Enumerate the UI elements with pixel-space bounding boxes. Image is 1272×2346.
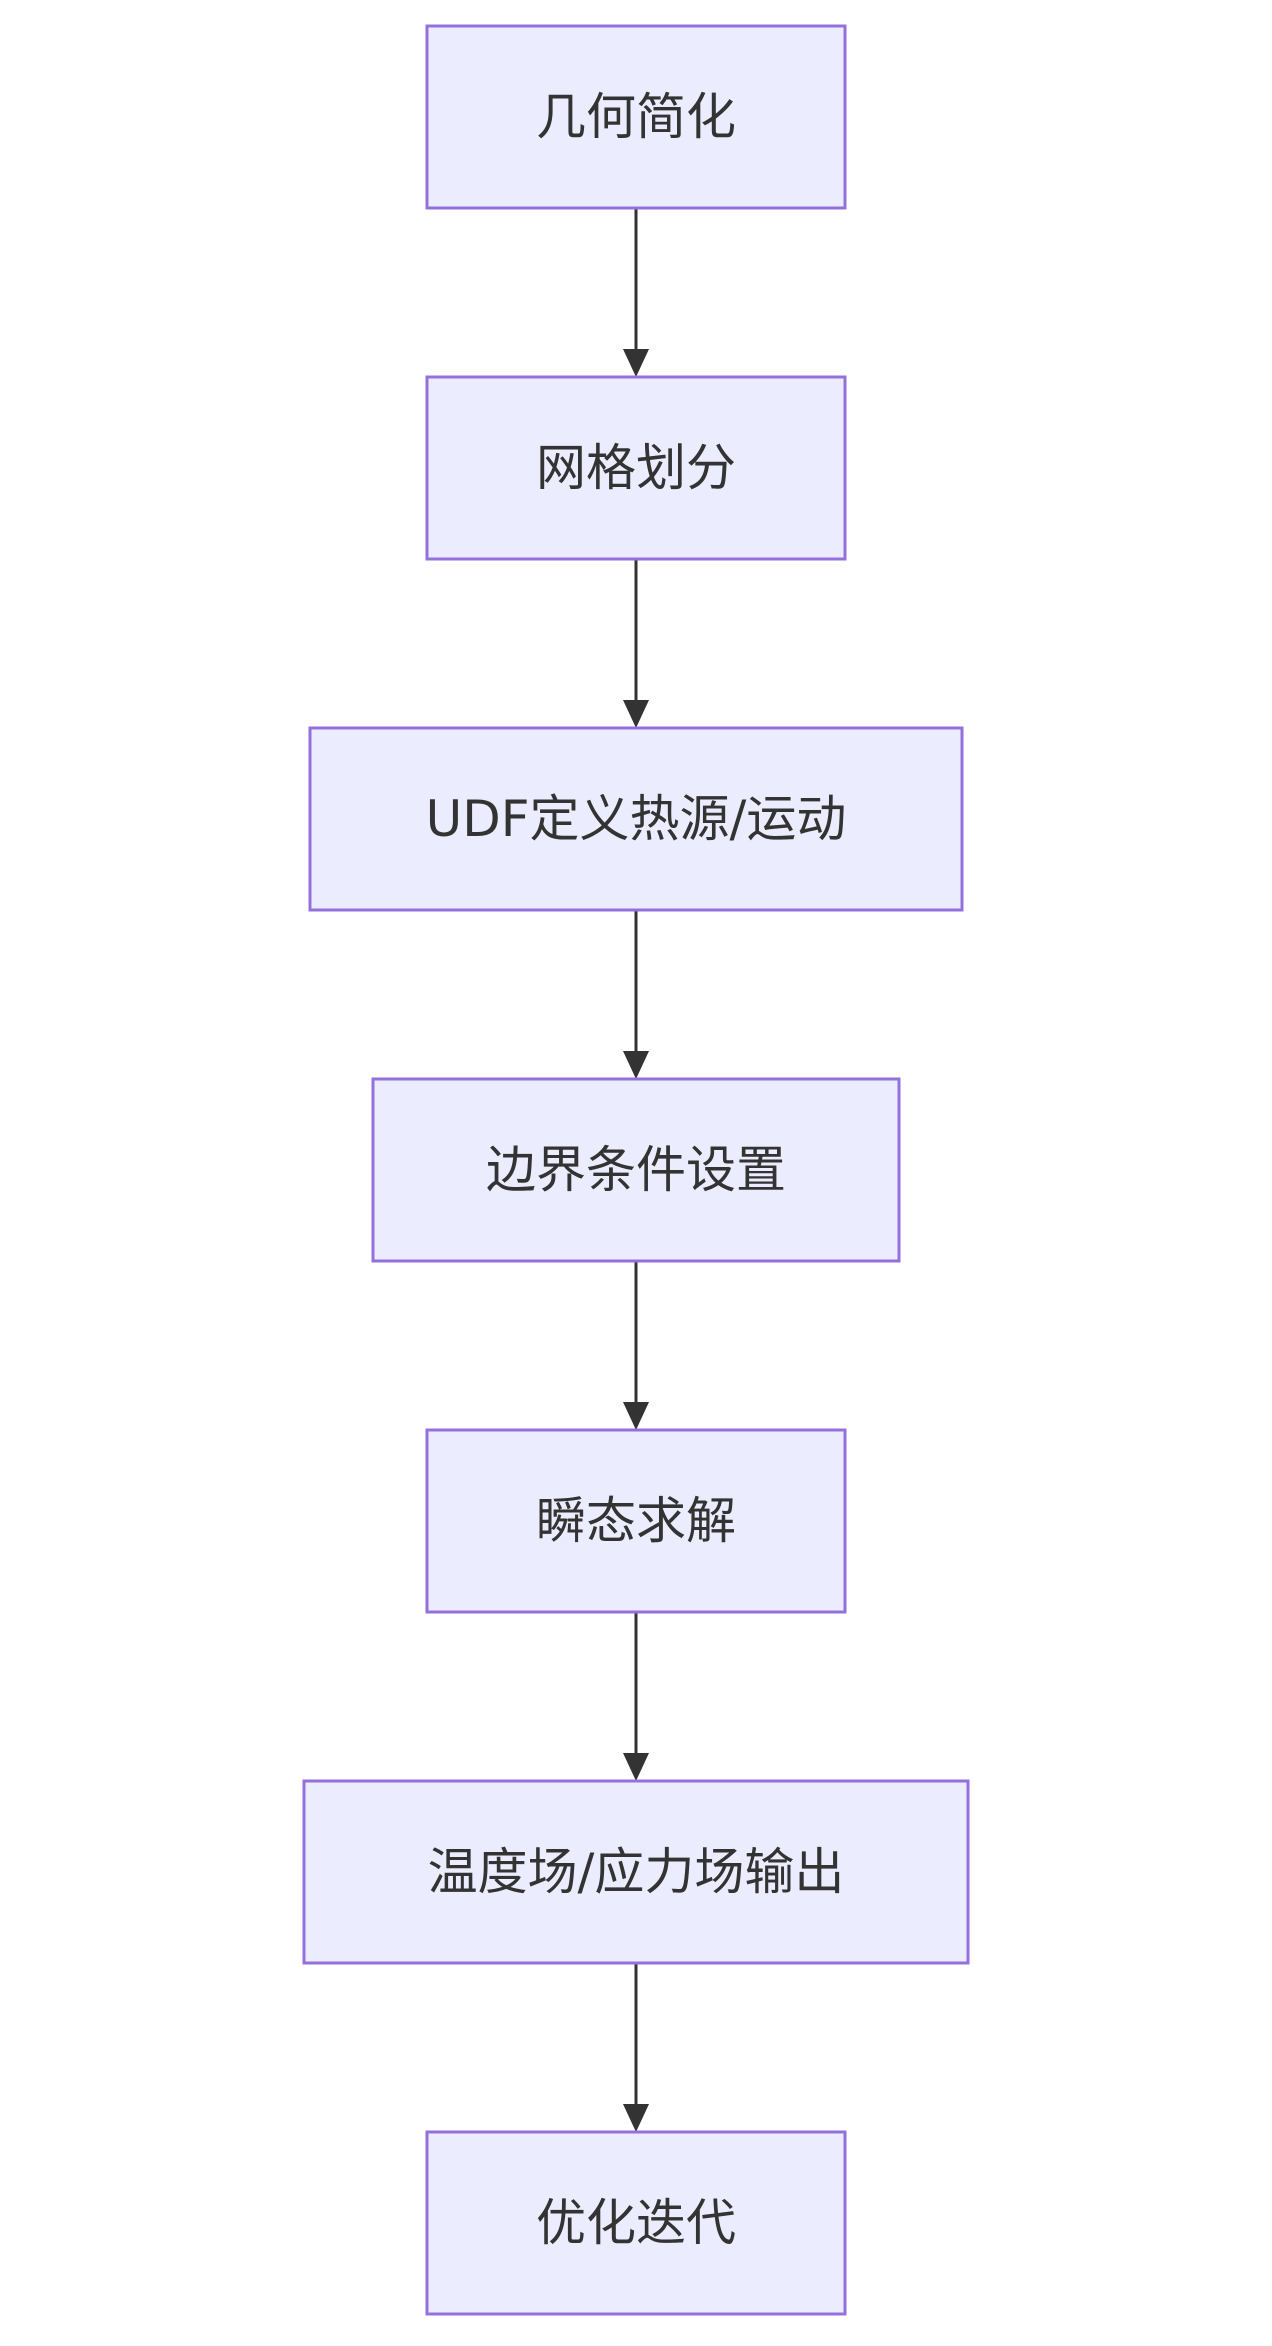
flow-node-box xyxy=(425,24,847,210)
flow-node-label: 优化迭代 xyxy=(536,2194,736,2252)
arrow-down-icon xyxy=(623,2104,649,2132)
flow-edge-field-output-to-optimization-iteration xyxy=(623,1963,649,2132)
arrow-down-icon xyxy=(623,1051,649,1079)
flow-node-box xyxy=(302,1779,970,1965)
arrow-down-icon xyxy=(623,1753,649,1781)
flow-node-label: 边界条件设置 xyxy=(486,1141,786,1199)
flow-edge-geometry-simplification-to-mesh-generation xyxy=(623,208,649,377)
flow-node-transient-solve: 瞬态求解 xyxy=(425,1428,847,1614)
arrow-down-icon xyxy=(623,1402,649,1430)
flow-edge-transient-solve-to-field-output xyxy=(623,1612,649,1781)
flow-node-label: 网格划分 xyxy=(536,439,736,497)
flow-node-box xyxy=(308,726,964,912)
flow-node-box xyxy=(425,1428,847,1614)
flow-edge-udf-definition-to-boundary-conditions xyxy=(623,910,649,1079)
flow-node-label: 温度场/应力场输出 xyxy=(428,1843,845,1901)
flow-node-label: 瞬态求解 xyxy=(536,1492,736,1550)
flow-node-box xyxy=(425,2130,847,2316)
flow-edge-mesh-generation-to-udf-definition xyxy=(623,559,649,728)
flow-node-geometry-simplification: 几何简化 xyxy=(425,24,847,210)
flow-node-box xyxy=(371,1077,901,1263)
flow-node-label: UDF定义热源/运动 xyxy=(426,790,847,848)
flow-node-udf-definition: UDF定义热源/运动 xyxy=(308,726,964,912)
flow-node-optimization-iteration: 优化迭代 xyxy=(425,2130,847,2316)
flow-node-boundary-conditions: 边界条件设置 xyxy=(371,1077,901,1263)
arrow-down-icon xyxy=(623,700,649,728)
flow-node-field-output: 温度场/应力场输出 xyxy=(302,1779,970,1965)
flow-node-mesh-generation: 网格划分 xyxy=(425,375,847,561)
edges-layer xyxy=(623,208,649,2132)
arrow-down-icon xyxy=(623,349,649,377)
flow-node-box xyxy=(425,375,847,561)
flow-node-label: 几何简化 xyxy=(536,88,736,146)
flow-edge-boundary-conditions-to-transient-solve xyxy=(623,1261,649,1430)
